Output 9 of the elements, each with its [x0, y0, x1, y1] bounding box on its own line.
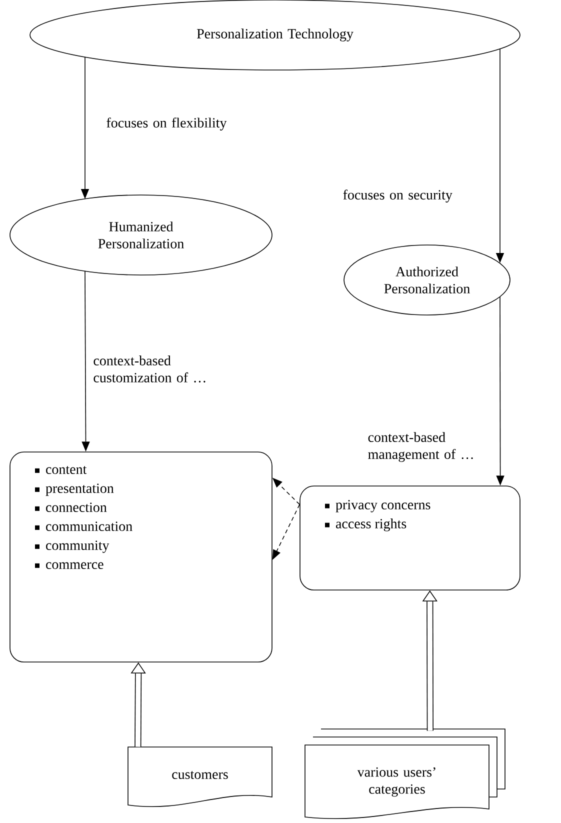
ellipse-node: Humanized Personalization — [10, 194, 272, 276]
edge-label: context-based management of … — [368, 432, 473, 462]
document-stack: various users’ categories — [304, 728, 506, 820]
edge-label: focuses on security — [343, 190, 452, 202]
edge-label: context-based customization of … — [94, 356, 206, 382]
edge-label: focuses on flexibility — [106, 118, 227, 130]
rounded-box: privacy concerns access rights — [300, 486, 520, 590]
rounded-box: content presentation connection communication community commerce — [10, 452, 272, 662]
ellipse-node: Authorized Personalization — [344, 244, 510, 316]
